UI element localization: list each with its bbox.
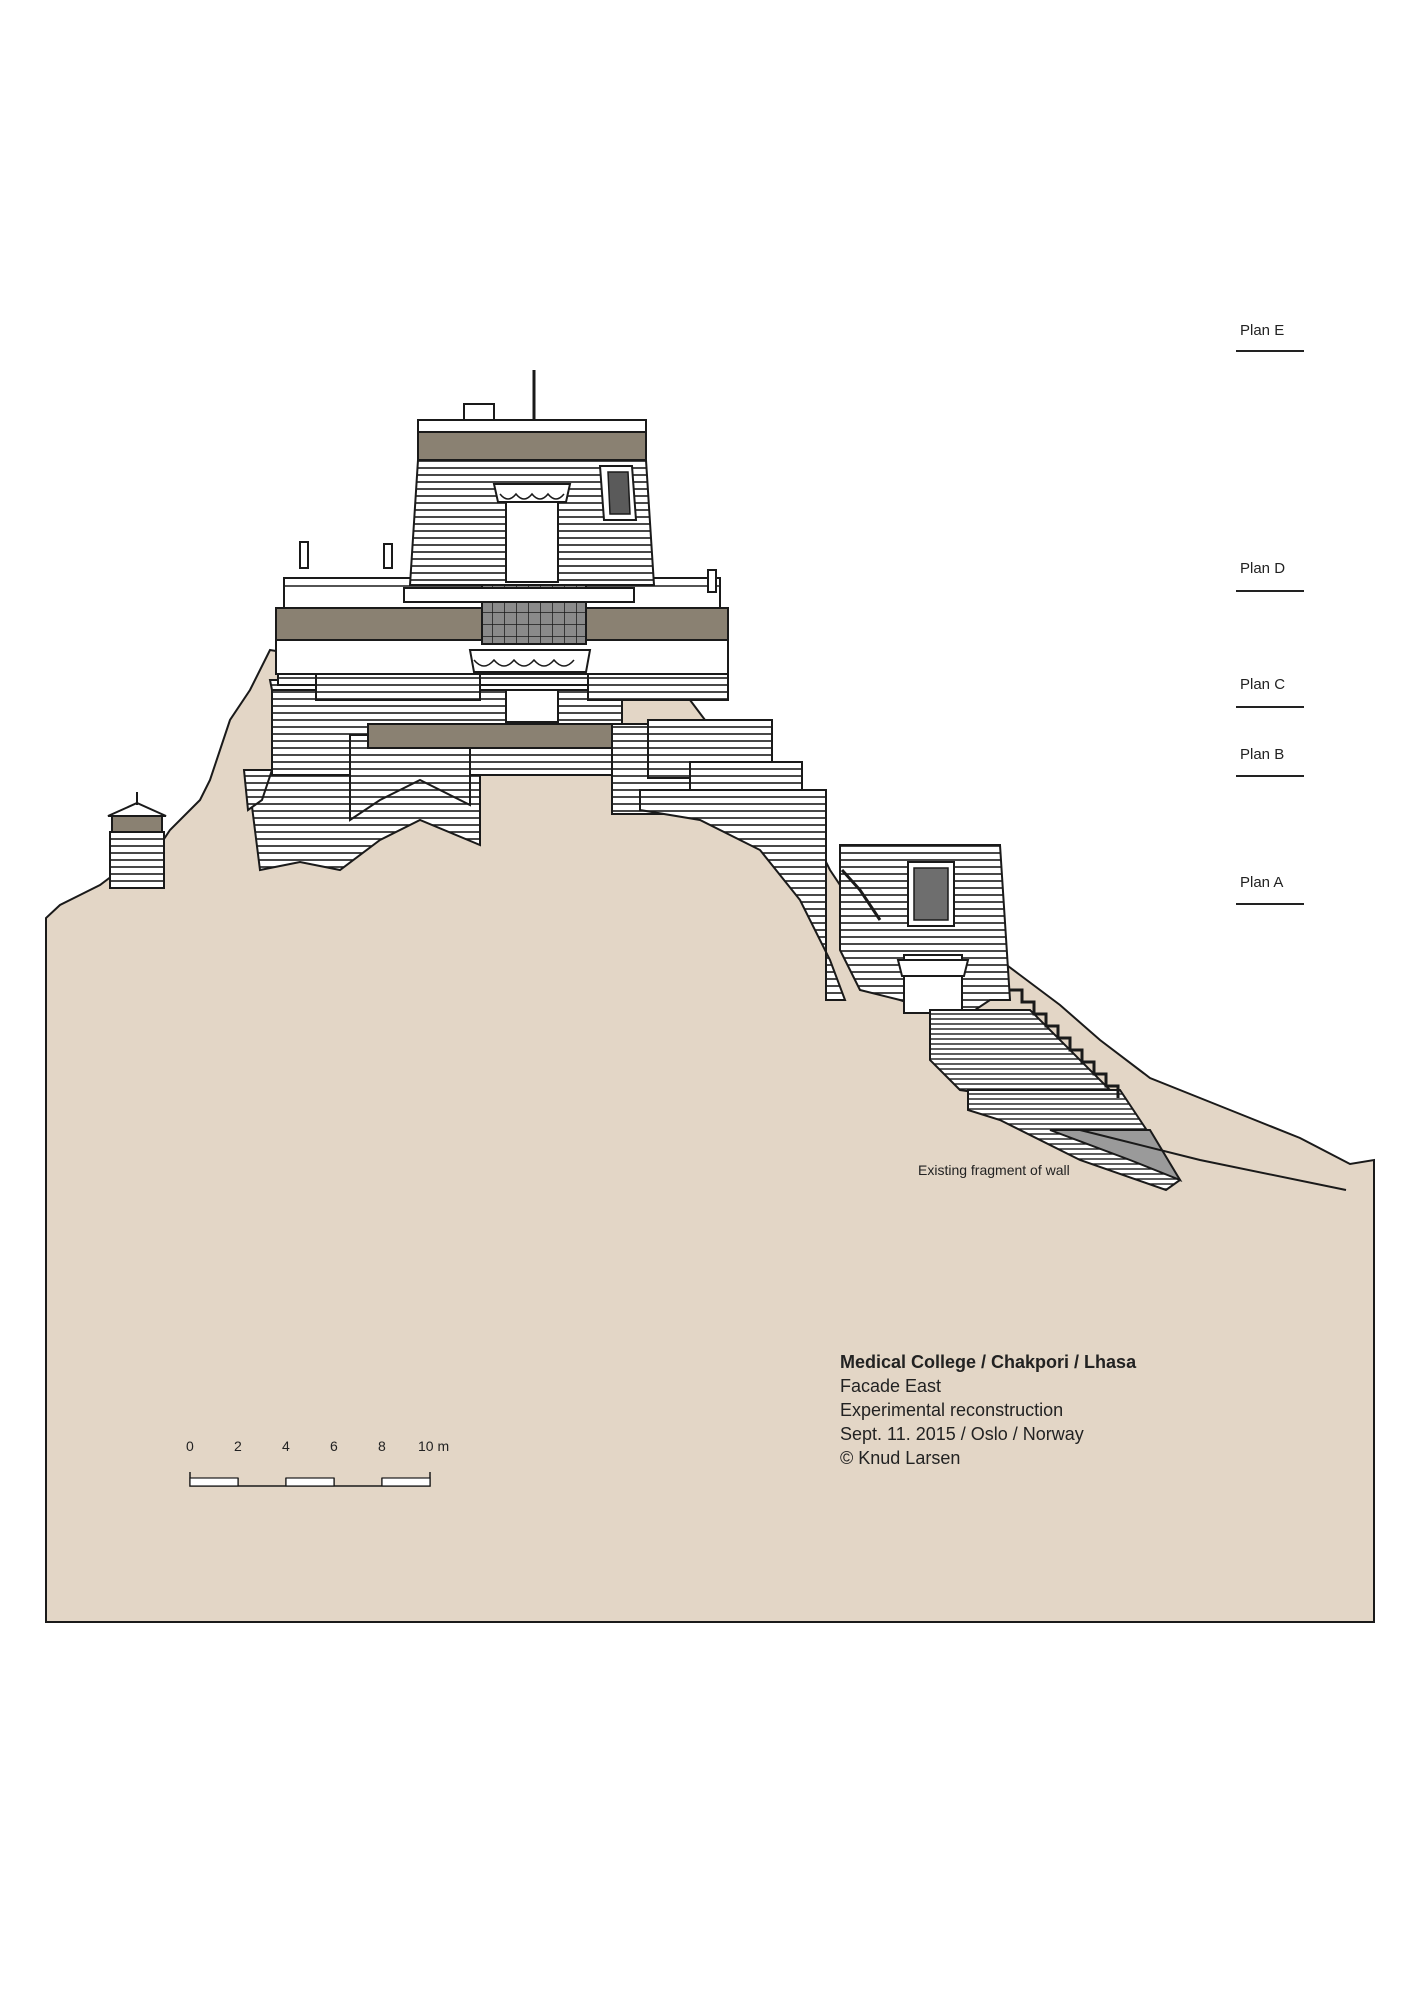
scale-tick-label: 8 — [378, 1438, 386, 1454]
plan-d-label: Plan D — [1240, 560, 1286, 577]
caption-title: Medical College / Chakpori / Lhasa — [840, 1352, 1137, 1372]
plan-c-line — [1236, 706, 1304, 708]
caption-line: Facade East — [840, 1376, 942, 1396]
plan-a-label: Plan A — [1240, 874, 1284, 891]
plan-e-line — [1236, 350, 1304, 352]
lower-right-annex — [839, 844, 1347, 1192]
scale-tick-label: 0 — [186, 1438, 194, 1454]
plan-b-label: Plan B — [1240, 746, 1285, 763]
caption-line: Experimental reconstruction — [840, 1400, 1064, 1420]
right-terraces — [639, 719, 847, 1001]
plan-b-line — [1236, 775, 1304, 777]
caption-line: Sept. 11. 2015 / Oslo / Norway — [840, 1424, 1084, 1444]
scale-tick-label: 2 — [234, 1438, 242, 1454]
scale-bar — [189, 1472, 431, 1487]
plan-a-line — [1236, 903, 1304, 905]
plan-e-label: Plan E — [1240, 322, 1285, 339]
caption-line: © Knud Larsen — [840, 1448, 961, 1468]
wall-fragment-annotation: Existing fragment of wall — [918, 1162, 1070, 1178]
scale-tick-label: 4 — [282, 1438, 290, 1454]
drawing-caption: Medical College / Chakpori / Lhasa Facad… — [840, 1350, 1136, 1470]
scale-tick-label: 6 — [330, 1438, 338, 1454]
main-building-middle — [268, 541, 729, 723]
plan-d-line — [1236, 590, 1304, 592]
upper-tower — [408, 370, 656, 586]
left-hut — [107, 792, 167, 889]
plan-c-label: Plan C — [1240, 676, 1286, 693]
scale-tick-label: 10 m — [418, 1438, 450, 1454]
